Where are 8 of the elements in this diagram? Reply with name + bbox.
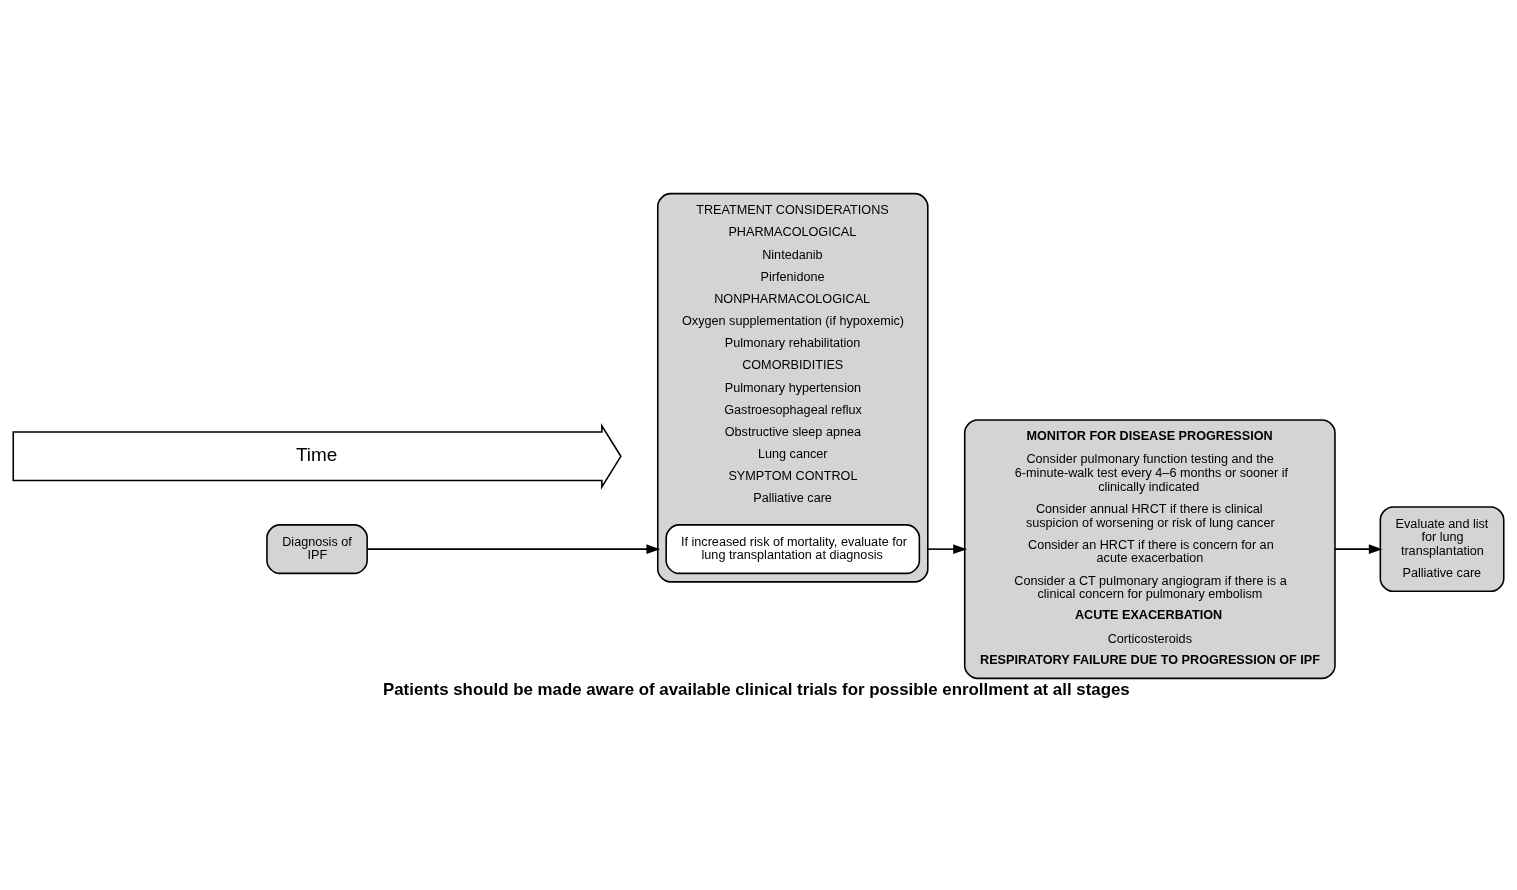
node-box: Evaluate and list for lung transplantation Palliative care — [1379, 505, 1505, 592]
arrow — [1334, 543, 1383, 554]
arrow — [366, 543, 661, 554]
node-box: Diagnosis of IPF — [266, 523, 368, 574]
caption: Patients should be made aware of available clinical trials for possible enrollment at all stages — [382, 679, 1130, 699]
arrow — [927, 543, 967, 554]
node-box: If increased risk of mortality, evaluate for lung transplantation at diagnosis — [665, 523, 921, 574]
node-box: MONITOR FOR DISEASE PROGRESSION Consider pulmonary function testing and the 6-minute-walk test every 4–6 months or sooner if clinically indicated Consider annual HRCT if there is clinical suspicion of worsening or risk of lung cancer Consider an HRCT if there is concern for an acute exacerbation Consider a CT pulmonary angiogram if there is a clinical concern for pulmonary embolism ACUTE EXACERBATION Corticosteroids RESPIRATORY FAILURE DUE TO PROGRESSION OF IPF — [963, 418, 1336, 679]
